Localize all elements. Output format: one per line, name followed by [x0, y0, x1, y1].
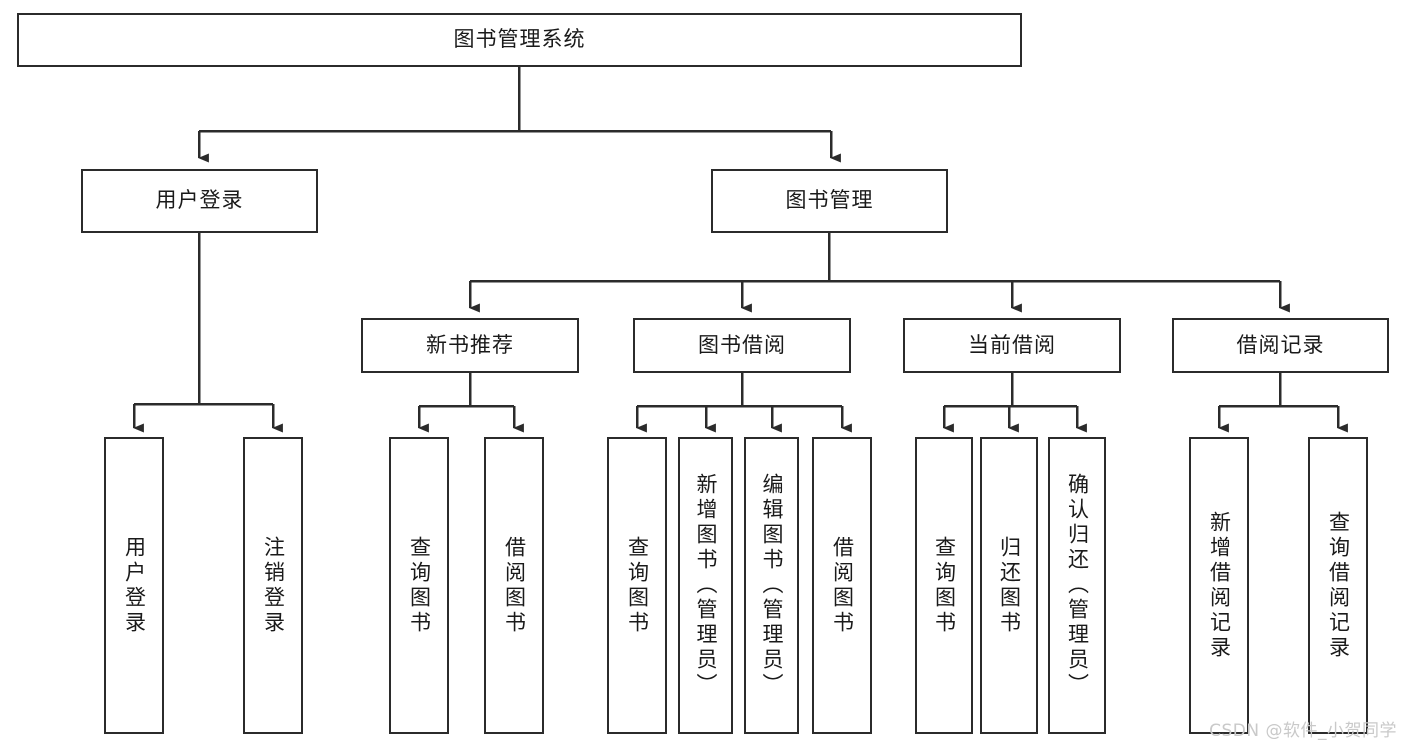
node-leaf-query-book-1-label: 查询图书	[407, 535, 432, 636]
node-leaf-edit-book-admin-label: 编辑图书（管理员）	[760, 473, 785, 698]
node-leaf-query-book-3[interactable]: 查询图书	[915, 437, 973, 734]
node-current-borrow[interactable]: 当前借阅	[903, 318, 1121, 373]
node-leaf-logout-login[interactable]: 注销登录	[243, 437, 303, 734]
node-leaf-add-borrow-record[interactable]: 新增借阅记录	[1189, 437, 1249, 734]
node-book-borrow-label: 图书借阅	[698, 332, 786, 357]
node-root-label: 图书管理系统	[453, 27, 586, 52]
node-leaf-confirm-return-admin[interactable]: 确认归还（管理员）	[1048, 437, 1106, 734]
node-leaf-query-borrow-record[interactable]: 查询借阅记录	[1308, 437, 1368, 734]
node-leaf-borrow-book-2[interactable]: 借阅图书	[812, 437, 872, 734]
node-leaf-add-book-admin-label: 新增图书（管理员）	[694, 473, 719, 698]
node-leaf-query-book-2[interactable]: 查询图书	[607, 437, 667, 734]
node-leaf-logout-login-label: 注销登录	[261, 535, 286, 636]
node-leaf-query-book-3-label: 查询图书	[932, 535, 957, 636]
node-borrow-record[interactable]: 借阅记录	[1172, 318, 1389, 373]
node-book-manage-label: 图书管理	[785, 188, 874, 213]
node-leaf-query-book-1[interactable]: 查询图书	[389, 437, 449, 734]
node-leaf-borrow-book-1-label: 借阅图书	[502, 535, 527, 636]
node-root[interactable]: 图书管理系统	[17, 13, 1022, 67]
node-leaf-return-book-label: 归还图书	[997, 535, 1022, 636]
node-new-book-recommend-label: 新书推荐	[426, 332, 514, 357]
node-leaf-add-book-admin[interactable]: 新增图书（管理员）	[678, 437, 733, 734]
node-current-borrow-label: 当前借阅	[968, 332, 1056, 357]
node-leaf-user-login-label: 用户登录	[122, 535, 147, 636]
node-user-login[interactable]: 用户登录	[81, 169, 318, 233]
node-leaf-return-book[interactable]: 归还图书	[980, 437, 1038, 734]
node-leaf-query-book-2-label: 查询图书	[625, 535, 650, 636]
node-book-manage[interactable]: 图书管理	[711, 169, 948, 233]
node-leaf-add-borrow-record-label: 新增借阅记录	[1207, 510, 1232, 661]
node-leaf-query-borrow-record-label: 查询借阅记录	[1326, 510, 1351, 661]
node-leaf-user-login[interactable]: 用户登录	[104, 437, 164, 734]
node-book-borrow[interactable]: 图书借阅	[633, 318, 851, 373]
node-leaf-confirm-return-admin-label: 确认归还（管理员）	[1065, 473, 1090, 698]
node-new-book-recommend[interactable]: 新书推荐	[361, 318, 579, 373]
node-user-login-label: 用户登录	[155, 188, 244, 213]
node-borrow-record-label: 借阅记录	[1236, 332, 1325, 357]
node-leaf-borrow-book-2-label: 借阅图书	[830, 535, 855, 636]
node-leaf-borrow-book-1[interactable]: 借阅图书	[484, 437, 544, 734]
node-leaf-edit-book-admin[interactable]: 编辑图书（管理员）	[744, 437, 799, 734]
